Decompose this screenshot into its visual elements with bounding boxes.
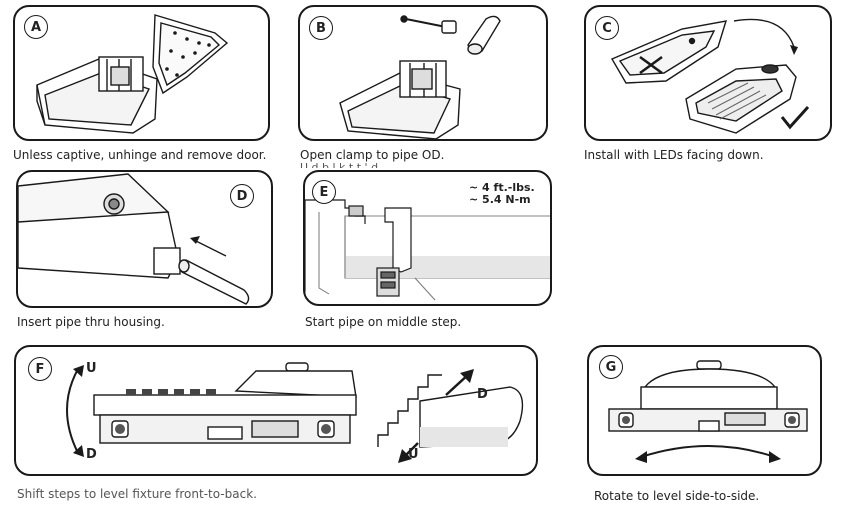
step-e-panel: E ~ 4 ft.-lbs. ~ 5.4 N-m [303,170,552,306]
step-f-caption: Shift steps to level fixture front-to-ba… [17,487,257,501]
step-up-label: U [408,447,419,462]
step-g-badge: G [599,355,623,379]
step-b-badge: B [309,16,333,40]
step-b-caption: Open clamp to pipe OD. [300,148,445,162]
torque-ft-lbs: ~ 4 ft.-lbs. [469,181,535,194]
step-f-panel: F U D D U [14,345,538,476]
step-d-caption: Insert pipe thru housing. [17,315,165,329]
step-d-illustration [18,173,250,305]
step-d-badge: D [230,184,254,208]
step-b-caption-overflow: U d b l k t t ' d [300,162,378,168]
step-b-panel: B [298,5,548,141]
step-c-badge: C [595,16,619,40]
step-d-panel: D [16,170,273,308]
step-g-illustration [608,360,808,463]
tilt-down-label: D [86,447,97,462]
step-a-badge: A [24,15,48,39]
tilt-up-label: U [86,361,97,376]
step-e-badge: E [312,180,336,204]
step-a-caption: Unless captive, unhinge and remove door. [13,148,267,162]
torque-n-m: ~ 5.4 N-m [469,193,531,206]
step-a-panel: A [13,5,270,141]
step-e-illustration [305,199,550,301]
step-a-illustration [36,14,229,134]
step-f-badge: F [28,357,52,381]
step-g-panel: G [587,345,822,476]
step-g-caption: Rotate to level side-to-side. [594,489,760,503]
step-c-illustration [610,18,810,134]
step-down-label: D [477,387,488,402]
step-f-illustration [66,362,524,463]
step-c-panel: C [584,5,832,141]
step-e-caption: Start pipe on middle step. [305,315,462,329]
step-c-caption: Install with LEDs facing down. [584,148,764,162]
step-b-illustration [339,15,501,139]
